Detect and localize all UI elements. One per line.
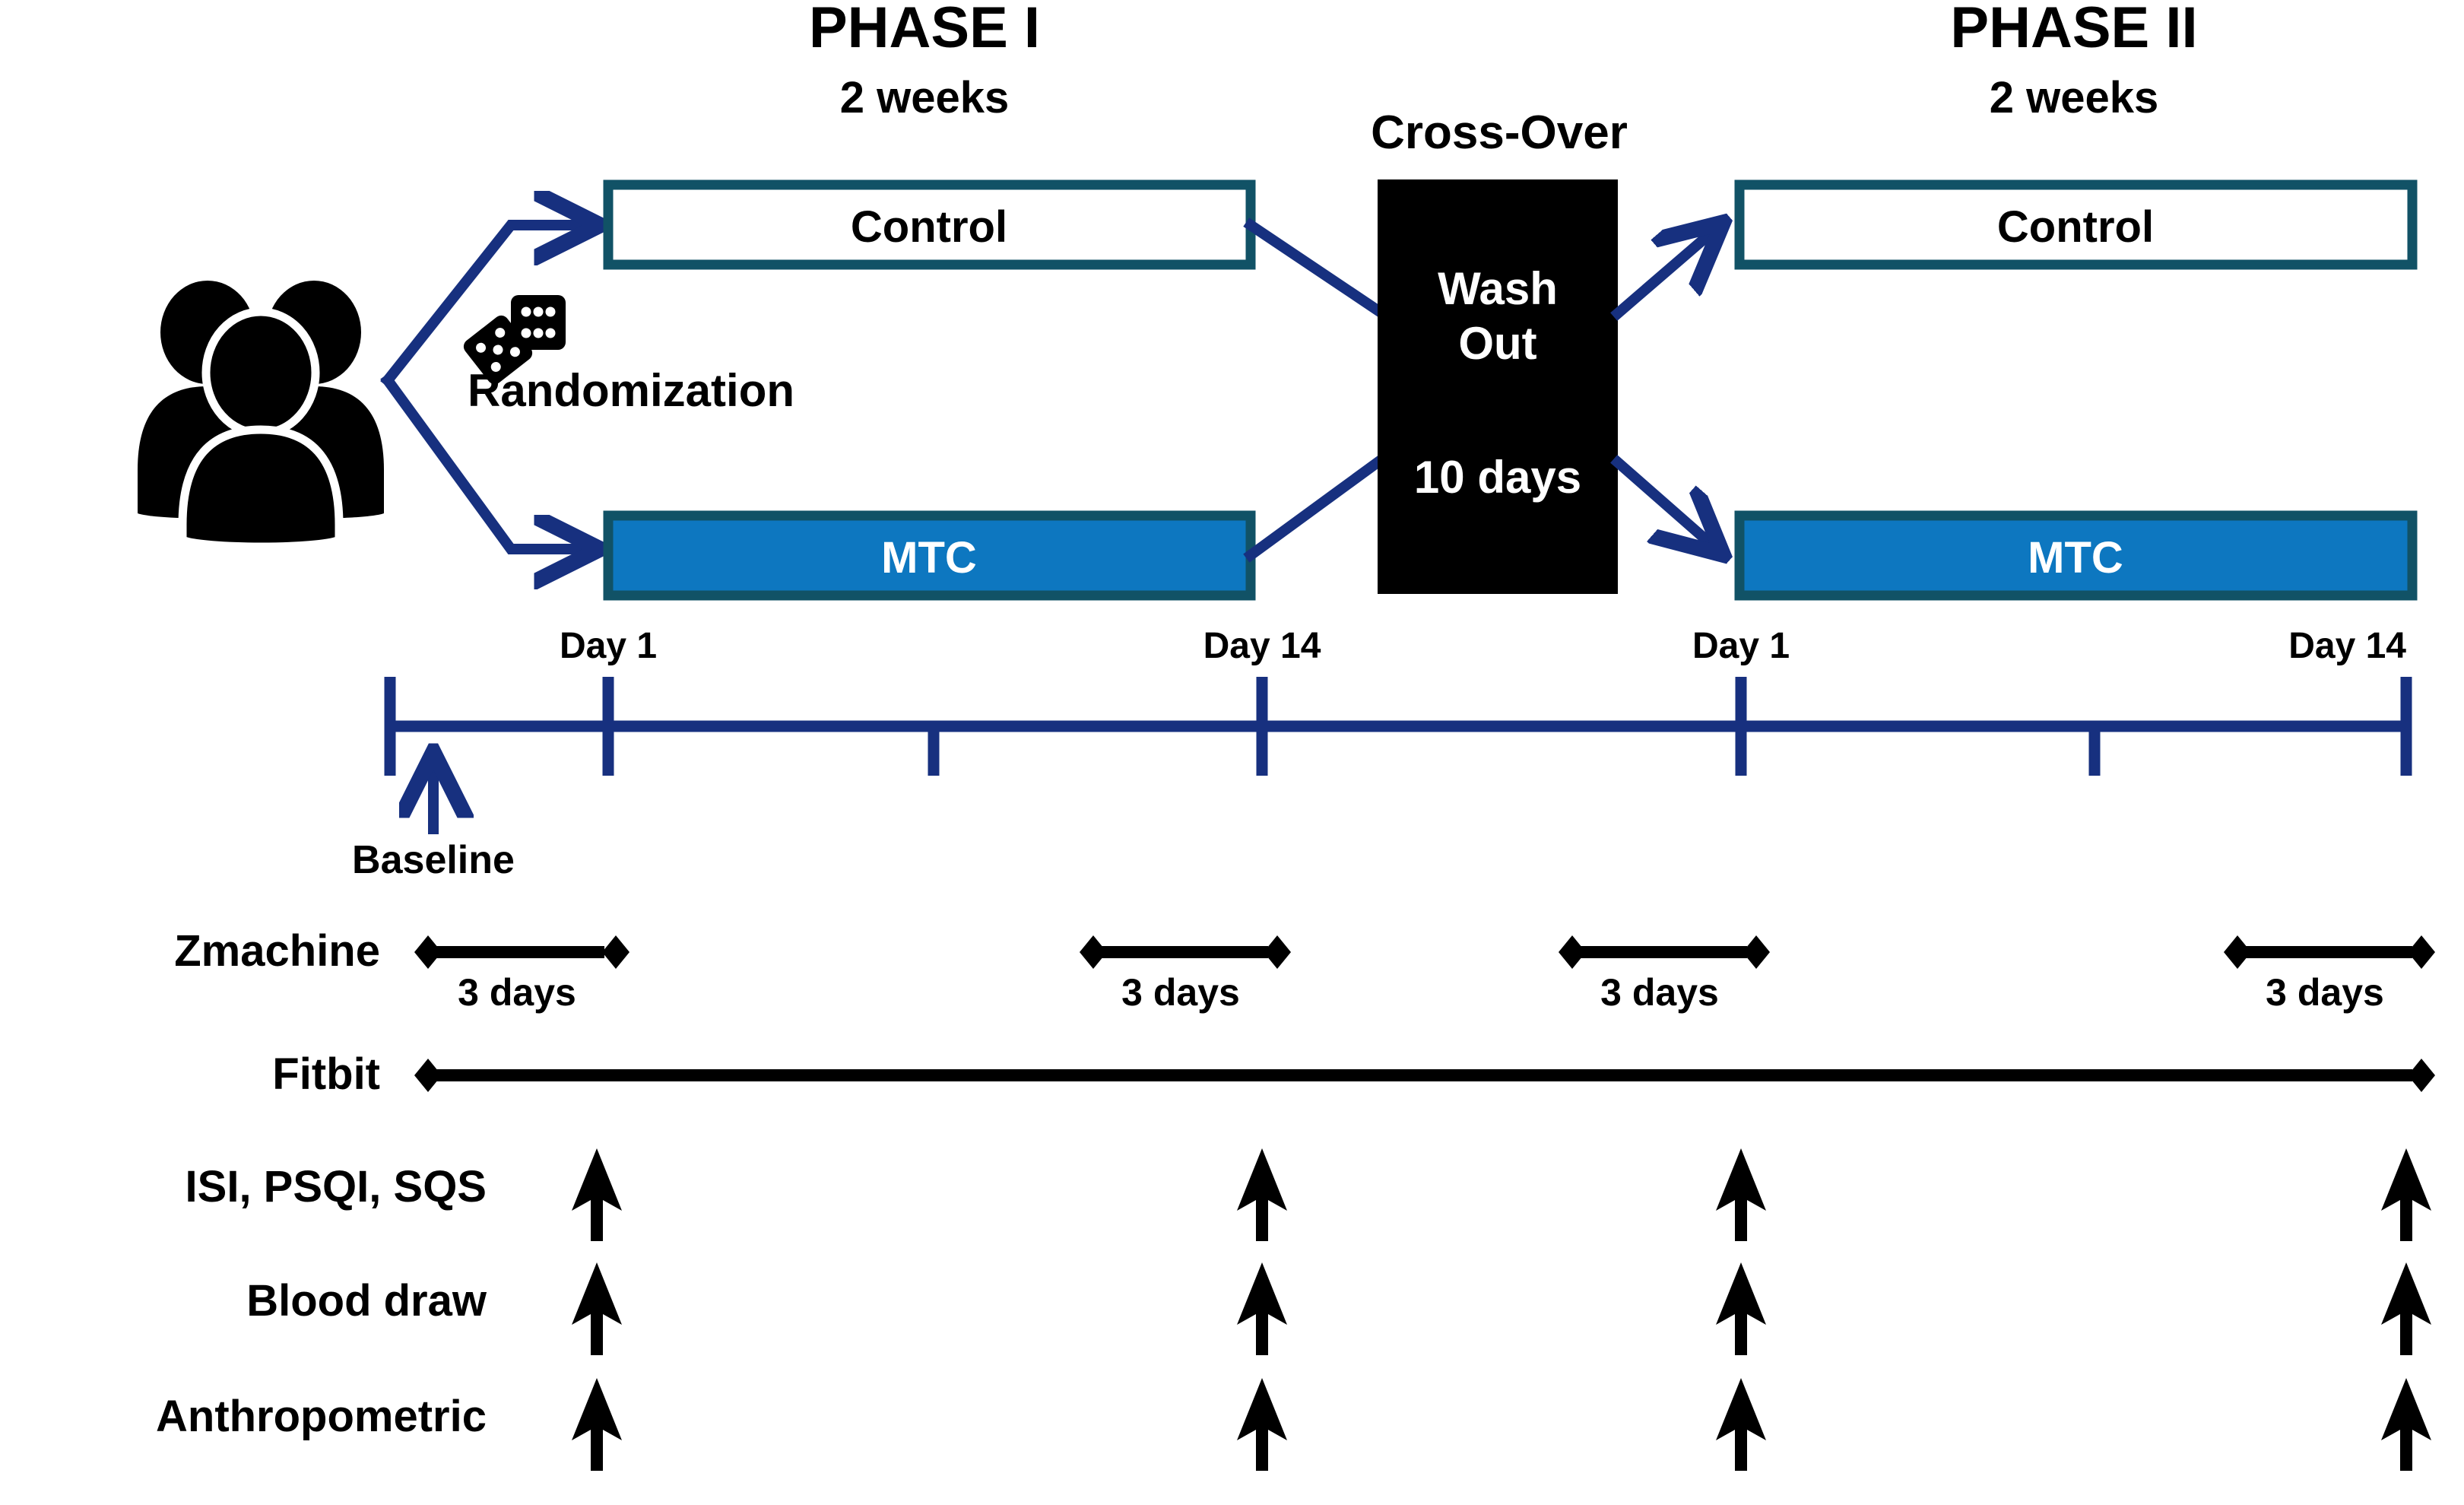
zmachine-segment-label: 3 days	[1600, 971, 1719, 1014]
dice-icon	[463, 295, 566, 385]
measure-label-blood-draw: Blood draw	[246, 1276, 487, 1326]
fitbit-start-diamond	[414, 1059, 442, 1092]
phase1-control-box[interactable]: Control	[603, 179, 1256, 270]
washout-box: Wash Out 10 days	[1378, 179, 1618, 594]
blood-draw-arrow	[2381, 1262, 2431, 1355]
phase-2-title: PHASE II	[1950, 0, 2197, 60]
baseline-label: Baseline	[352, 838, 515, 882]
phase-1-title: PHASE I	[809, 0, 1040, 60]
phase-1-duration: 2 weeks	[840, 73, 1010, 122]
measure-label-questionnaires: ISI, PSQI, SQS	[186, 1162, 487, 1211]
randomization-label: Randomization	[468, 365, 794, 416]
measure-row-questionnaires: ISI, PSQI, SQS	[186, 1148, 2431, 1241]
randomization-split-arrows	[380, 225, 591, 549]
zmachine-segment: 3 days	[414, 935, 629, 1014]
anthropometric-arrow	[1716, 1378, 1766, 1471]
measure-label-anthropometric: Anthropometric	[156, 1392, 487, 1441]
timeline-tick-day14-p2: Day 14	[2288, 626, 2412, 776]
washout-line-1: Wash	[1438, 263, 1558, 314]
zmachine-segment-label: 3 days	[2266, 971, 2384, 1014]
timeline: Day 1 Day 14 Day 1 Day 14 Baseline	[352, 626, 2412, 882]
zmachine-segment: 3 days	[1080, 935, 1291, 1014]
anthropometric-arrow	[1237, 1378, 1287, 1471]
phase-2-duration: 2 weeks	[1990, 73, 2159, 122]
phase2-mtc-label: MTC	[2028, 533, 2123, 583]
measure-row-zmachine: Zmachine 3 days 3 days 3 days	[174, 926, 2435, 1014]
questionnaire-arrow	[2381, 1148, 2431, 1241]
questionnaire-arrow	[1237, 1148, 1287, 1241]
phase2-control-label: Control	[1997, 202, 2154, 252]
phase1-mtc-label: MTC	[881, 533, 977, 583]
washout-line-3: 10 days	[1414, 452, 1581, 503]
washout-line-2: Out	[1458, 318, 1536, 369]
washout-inbound-connectors	[1243, 217, 1385, 563]
phase1-control-label: Control	[851, 202, 1007, 252]
timeline-tick-label: Day 1	[1692, 626, 1790, 666]
crossover-heading: Cross-Over	[1371, 106, 1628, 159]
measure-row-blood-draw: Blood draw	[246, 1262, 2431, 1355]
fitbit-end-diamond	[2408, 1059, 2435, 1092]
timeline-tick-day1-p1: Day 1	[560, 626, 657, 776]
questionnaire-arrow	[572, 1148, 622, 1241]
zmachine-segment: 3 days	[2224, 935, 2435, 1014]
washout-outbound-connectors	[1610, 228, 1717, 549]
blood-draw-arrow	[572, 1262, 622, 1355]
blood-draw-arrow	[1237, 1262, 1287, 1355]
measure-row-fitbit: Fitbit	[272, 1049, 2435, 1099]
timeline-tick-label: Day 1	[560, 626, 657, 666]
zmachine-segment: 3 days	[1559, 935, 1770, 1014]
participants-group-icon	[138, 281, 384, 551]
questionnaire-arrow	[1716, 1148, 1766, 1241]
phase2-mtc-box[interactable]: MTC	[1734, 510, 2418, 601]
timeline-tick-label: Day 14	[2288, 626, 2406, 666]
timeline-tick-day1-p2: Day 1	[1692, 626, 1790, 776]
measure-label-zmachine: Zmachine	[174, 926, 380, 976]
anthropometric-arrow	[572, 1378, 622, 1471]
phase2-control-box[interactable]: Control	[1734, 179, 2418, 270]
timeline-tick-day14-p1: Day 14	[1203, 626, 1321, 776]
baseline-marker: Baseline	[352, 760, 515, 882]
phase1-mtc-box[interactable]: MTC	[603, 510, 1256, 601]
zmachine-segment-label: 3 days	[458, 971, 576, 1014]
zmachine-segment-label: 3 days	[1121, 971, 1240, 1014]
anthropometric-arrow	[2381, 1378, 2431, 1471]
blood-draw-arrow	[1716, 1262, 1766, 1355]
measure-label-fitbit: Fitbit	[272, 1049, 380, 1099]
timeline-tick-label: Day 14	[1203, 626, 1321, 666]
measure-row-anthropometric: Anthropometric	[156, 1378, 2431, 1471]
